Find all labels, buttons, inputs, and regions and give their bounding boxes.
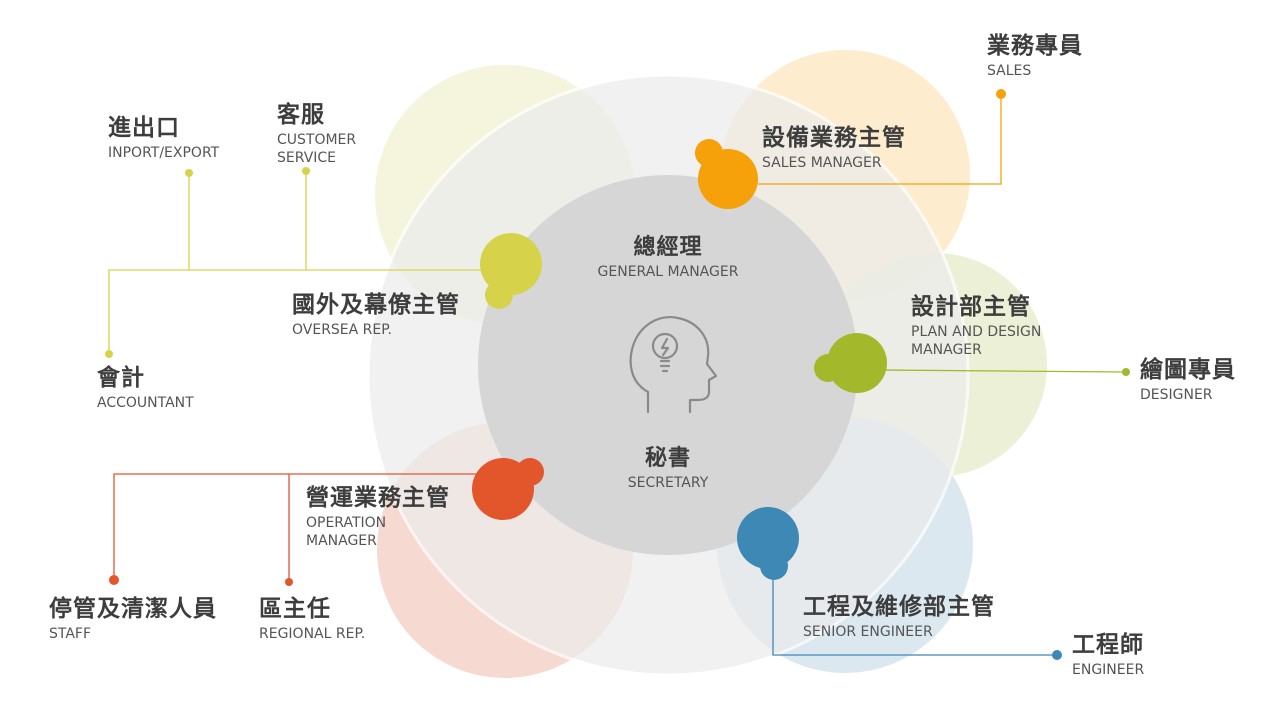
label-customer-service: 客服 CUSTOMER SERVICE: [277, 102, 357, 167]
dot-designer: [1122, 368, 1130, 376]
label-sales: 業務專員 SALES: [987, 33, 1083, 80]
label-operation-manager: 營運業務主管 OPERATION MANAGER: [306, 485, 450, 550]
label-engineer: 工程師 ENGINEER: [1072, 632, 1145, 679]
dot-import-export: [185, 169, 193, 177]
head-lightbulb-icon: [629, 316, 718, 414]
node-orange: [695, 139, 758, 209]
connector-green: [883, 369, 1127, 373]
label-general-manager: 總經理 GENERAL MANAGER: [597, 235, 739, 281]
node-red: [472, 458, 544, 520]
connectors-red: [113, 473, 480, 582]
label-regional-rep: 區主任 REGIONAL REP.: [259, 596, 366, 643]
node-yellow: [480, 233, 542, 309]
node-green: [814, 333, 887, 393]
connector-orange: [758, 94, 1002, 185]
dot-regional-rep: [285, 578, 293, 586]
dot-sales: [996, 89, 1006, 99]
node-blue: [737, 507, 799, 580]
dot-engineer: [1052, 650, 1062, 660]
connector-blue: [772, 570, 1057, 656]
label-plan-design-manager: 設計部主管 PLAN AND DESIGN MANAGER: [911, 294, 1042, 359]
connectors-yellow: [108, 171, 486, 354]
dot-cleaning-staff: [109, 575, 119, 585]
label-secretary: 秘書 SECRETARY: [627, 446, 709, 492]
label-designer: 繪圖專員 DESIGNER: [1140, 357, 1236, 404]
label-import-export: 進出口 INPORT/EXPORT: [108, 115, 220, 162]
label-cleaning-staff: 停管及清潔人員 STAFF: [49, 596, 217, 643]
label-sales-manager: 設備業務主管 SALES MANAGER: [762, 125, 906, 172]
label-senior-engineer: 工程及維修部主管 SENIOR ENGINEER: [803, 594, 995, 641]
dot-customer-service: [302, 167, 310, 175]
dot-accountant: [105, 350, 113, 358]
label-accountant: 會計 ACCOUNTANT: [97, 365, 194, 412]
label-oversea-rep: 國外及幕僚主管 OVERSEA REP.: [292, 292, 460, 339]
